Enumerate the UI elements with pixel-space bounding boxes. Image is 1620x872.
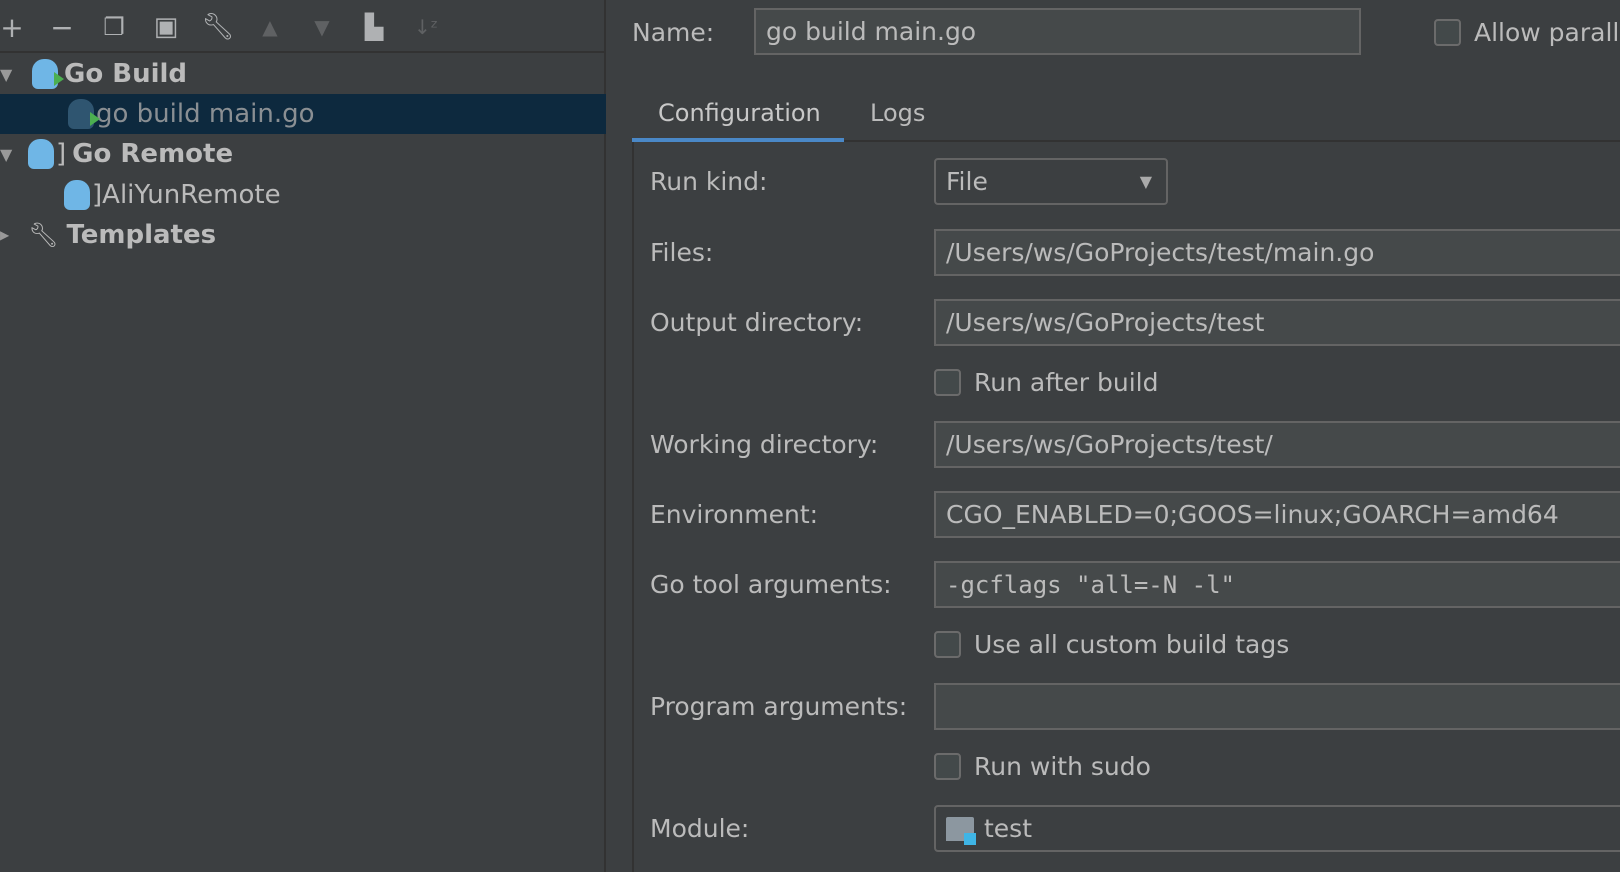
plus-icon[interactable]: + bbox=[0, 10, 24, 44]
program-arguments-label: Program arguments: bbox=[650, 692, 908, 721]
tab-configuration[interactable]: Configuration bbox=[658, 99, 821, 127]
use-all-custom-build-tags-label: Use all custom build tags bbox=[974, 630, 1290, 659]
run-kind-dropdown[interactable]: File ▼ bbox=[934, 158, 1168, 205]
expand-arrow-icon[interactable]: ▼ bbox=[0, 144, 13, 164]
minus-icon[interactable]: − bbox=[50, 10, 74, 44]
form-panel-border bbox=[632, 142, 634, 872]
tree-item-go-remote[interactable]: ▼ ] Go Remote bbox=[0, 139, 234, 169]
working-directory-input[interactable]: /Users/ws/GoProjects/test/ bbox=[934, 421, 1620, 468]
go-tool-arguments-input[interactable]: -gcflags "all=-N -l" bbox=[934, 561, 1620, 608]
run-with-sudo-checkbox[interactable] bbox=[934, 753, 961, 780]
go-remote-icon bbox=[64, 180, 90, 210]
wrench-icon: 🔧︎ bbox=[28, 221, 59, 249]
run-after-build-label: Run after build bbox=[974, 368, 1159, 397]
tree-item-go-build-main[interactable]: go build main.go bbox=[0, 94, 606, 134]
module-dropdown[interactable]: test bbox=[934, 805, 1620, 852]
working-directory-label: Working directory: bbox=[650, 430, 879, 459]
environment-label: Environment: bbox=[650, 500, 819, 529]
collapse-arrow-icon[interactable]: ▶ bbox=[0, 228, 10, 242]
run-kind-label: Run kind: bbox=[650, 167, 768, 196]
chevron-down-icon: ▼ bbox=[1139, 172, 1152, 191]
run-with-sudo-label: Run with sudo bbox=[974, 752, 1151, 781]
tree-item-go-build[interactable]: ▼ Go Build bbox=[0, 59, 188, 89]
allow-parallel-checkbox[interactable] bbox=[1434, 19, 1461, 46]
active-tab-indicator bbox=[632, 138, 844, 142]
files-label: Files: bbox=[650, 238, 714, 267]
save-icon[interactable]: ▣ bbox=[153, 12, 179, 42]
environment-input[interactable]: CGO_ENABLED=0;GOOS=linux;GOARCH=amd64 bbox=[934, 491, 1620, 538]
output-directory-input[interactable]: /Users/ws/GoProjects/test bbox=[934, 299, 1620, 346]
expand-arrow-icon[interactable]: ▼ bbox=[0, 64, 13, 84]
go-tool-arguments-label: Go tool arguments: bbox=[650, 570, 892, 599]
use-all-custom-build-tags-checkbox[interactable] bbox=[934, 631, 961, 658]
files-input[interactable]: /Users/ws/GoProjects/test/main.go bbox=[934, 229, 1620, 276]
go-remote-icon bbox=[28, 139, 54, 169]
go-build-icon bbox=[68, 99, 100, 129]
arrow-down-icon[interactable]: ▼ bbox=[314, 15, 330, 39]
go-build-icon bbox=[32, 59, 64, 89]
wrench-icon[interactable]: 🔧︎ bbox=[201, 12, 235, 42]
run-after-build-checkbox[interactable] bbox=[934, 369, 961, 396]
new-folder-icon[interactable]: ▙ bbox=[364, 13, 384, 41]
output-directory-label: Output directory: bbox=[650, 308, 864, 337]
tree-item-templates[interactable]: ▶ 🔧︎ Templates bbox=[0, 220, 217, 250]
program-arguments-input[interactable] bbox=[934, 683, 1620, 730]
tree-item-aliyunremote[interactable]: ] AliYunRemote bbox=[0, 175, 606, 215]
sort-alpha-icon[interactable]: ↓ᶻ bbox=[413, 15, 439, 39]
configurations-tree-panel: + − ❐ ▣ 🔧︎ ▲ ▼ ▙ ↓ᶻ ▼ Go Build go build … bbox=[0, 0, 606, 872]
arrow-up-icon[interactable]: ▲ bbox=[262, 15, 278, 39]
module-label: Module: bbox=[650, 814, 750, 843]
tab-logs[interactable]: Logs bbox=[870, 99, 926, 127]
tab-divider bbox=[844, 140, 1620, 142]
name-label: Name: bbox=[632, 18, 715, 47]
copy-icon[interactable]: ❐ bbox=[103, 13, 125, 41]
module-folder-icon bbox=[946, 816, 976, 845]
allow-parallel-label: Allow parall bbox=[1474, 18, 1620, 47]
toolbar-divider bbox=[0, 51, 606, 53]
name-input[interactable]: go build main.go bbox=[754, 8, 1361, 55]
